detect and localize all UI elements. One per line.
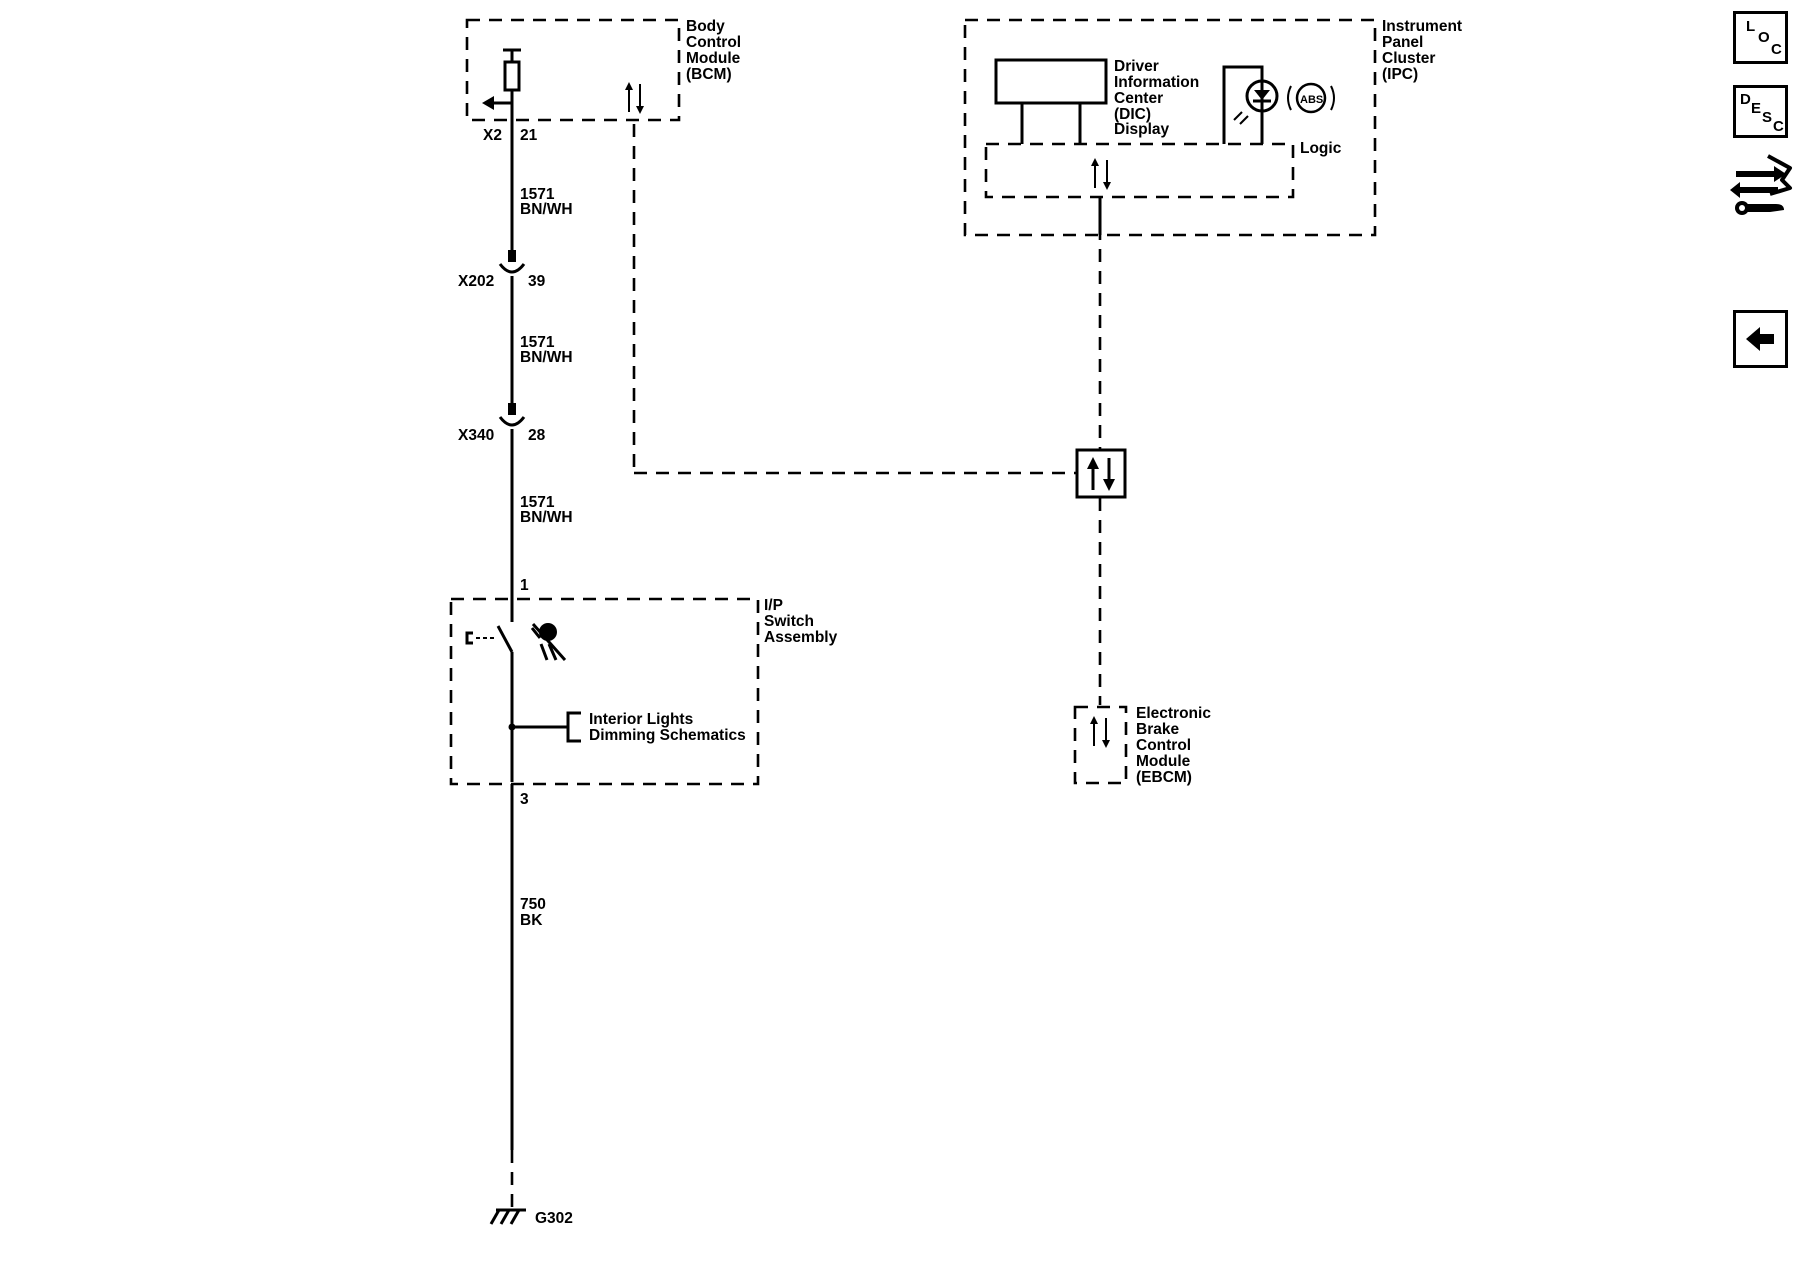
dic-label-4: (DIC) bbox=[1114, 106, 1151, 123]
bcm-pin-label: 21 bbox=[520, 127, 538, 144]
back-arrow-icon bbox=[1746, 327, 1774, 351]
bcm-label-1: Body bbox=[686, 18, 725, 35]
ground-label: G302 bbox=[535, 1210, 573, 1227]
ipc-logic-block: Logic bbox=[984, 140, 1342, 235]
dic-label-5: Display bbox=[1114, 121, 1170, 138]
ip-switch-label-3: Assembly bbox=[764, 629, 838, 646]
ipc-label-3: Cluster bbox=[1382, 50, 1435, 67]
bcm-connector-label: X2 bbox=[483, 127, 502, 144]
ip-switch-assembly: I/P Switch Assembly Interior Lights Dimm… bbox=[449, 597, 838, 808]
loc-letter-o: O bbox=[1758, 29, 1770, 46]
x202-label: X202 bbox=[458, 273, 494, 290]
ip-switch-label-2: Switch bbox=[764, 613, 814, 630]
wire4-color: BK bbox=[520, 912, 543, 929]
x340-connector: X340 28 bbox=[458, 403, 546, 444]
ebcm-label-3: Control bbox=[1136, 737, 1191, 754]
loc-letter-l: L bbox=[1746, 18, 1756, 35]
desc-letter-e: E bbox=[1751, 100, 1762, 117]
bcm-module: Body Control Module (BCM) X2 21 bbox=[465, 18, 741, 144]
ebcm-label-5: (EBCM) bbox=[1136, 769, 1192, 786]
dic-label-3: Center bbox=[1114, 90, 1163, 107]
switch-pin-in: 1 bbox=[520, 577, 529, 594]
bcm-label-4: (BCM) bbox=[686, 66, 732, 83]
wire3-color: BN/WH bbox=[520, 509, 573, 526]
wire2-circuit: 1571 bbox=[520, 334, 555, 351]
serial-data-bus bbox=[632, 124, 1127, 705]
ebcm-label-1: Electronic bbox=[1136, 705, 1211, 722]
abs-indicator-lamp: ABS bbox=[1222, 65, 1335, 144]
bcm-data-arrows-icon bbox=[625, 82, 644, 114]
desc-letter-d: D bbox=[1740, 91, 1751, 108]
wire1-color: BN/WH bbox=[520, 201, 573, 218]
circuit-750-wire: 750 BK bbox=[510, 784, 546, 1210]
ebcm-label-2: Brake bbox=[1136, 721, 1179, 738]
wire4-circuit: 750 bbox=[520, 896, 546, 913]
x202-pin: 39 bbox=[528, 273, 546, 290]
dic-display: Driver Information Center (DIC) Display bbox=[994, 58, 1199, 144]
wire3-circuit: 1571 bbox=[520, 494, 555, 511]
ipc-label-2: Panel bbox=[1382, 34, 1423, 51]
ipc-label-1: Instrument bbox=[1382, 18, 1462, 35]
ground-g302: G302 bbox=[489, 1208, 573, 1227]
dic-label-2: Information bbox=[1114, 74, 1199, 91]
ebcm-module: Electronic Brake Control Module (EBCM) bbox=[1073, 705, 1211, 786]
wire1-circuit: 1571 bbox=[520, 186, 555, 203]
connector-wrench-icon[interactable] bbox=[1730, 150, 1794, 222]
bcm-label-2: Control bbox=[686, 34, 741, 51]
x202-connector: X202 39 bbox=[458, 250, 546, 290]
dic-label-1: Driver bbox=[1114, 58, 1159, 75]
desc-letter-s: S bbox=[1762, 109, 1773, 126]
desc-letter-c: C bbox=[1773, 118, 1784, 135]
logic-label: Logic bbox=[1300, 140, 1342, 157]
switch-pin-out: 3 bbox=[520, 791, 529, 808]
desc-button[interactable]: D E S C bbox=[1733, 85, 1788, 138]
ipc-data-arrows-icon bbox=[1091, 158, 1111, 190]
interior-lights-ref-1: Interior Lights bbox=[589, 711, 693, 728]
parking-brake-telltale-icon bbox=[530, 623, 567, 661]
wire2-color: BN/WH bbox=[520, 349, 573, 366]
ebcm-data-arrows-icon bbox=[1090, 716, 1110, 748]
serial-data-splice-icon bbox=[1075, 448, 1127, 499]
ebcm-label-4: Module bbox=[1136, 753, 1191, 770]
ip-switch-label-1: I/P bbox=[764, 597, 783, 614]
bcm-label-3: Module bbox=[686, 50, 741, 67]
back-button[interactable] bbox=[1733, 310, 1788, 368]
bcm-input-arrow-icon bbox=[482, 96, 512, 110]
loc-letter-c: C bbox=[1771, 41, 1782, 58]
abs-label: ABS bbox=[1300, 94, 1323, 106]
abs-icon: ABS bbox=[1287, 82, 1335, 114]
circuit-1571-wire-3: 1571 BN/WH 1 bbox=[510, 429, 573, 622]
x340-label: X340 bbox=[458, 427, 494, 444]
ipc-label-4: (IPC) bbox=[1382, 66, 1418, 83]
circuit-1571-wire: 1571 BN/WH bbox=[510, 120, 573, 250]
circuit-1571-wire-2: 1571 BN/WH bbox=[510, 276, 573, 403]
interior-lights-splice: Interior Lights Dimming Schematics bbox=[508, 711, 746, 744]
interior-lights-ref-2: Dimming Schematics bbox=[589, 727, 746, 744]
switch-contact-icon bbox=[465, 625, 514, 782]
ground-symbol-icon bbox=[489, 1208, 526, 1225]
x340-pin: 28 bbox=[528, 427, 546, 444]
loc-button[interactable]: L O C bbox=[1733, 11, 1788, 64]
ipc-module: Instrument Panel Cluster (IPC) Driver In… bbox=[963, 18, 1462, 237]
bcm-pullup-resistor-icon bbox=[503, 48, 521, 122]
